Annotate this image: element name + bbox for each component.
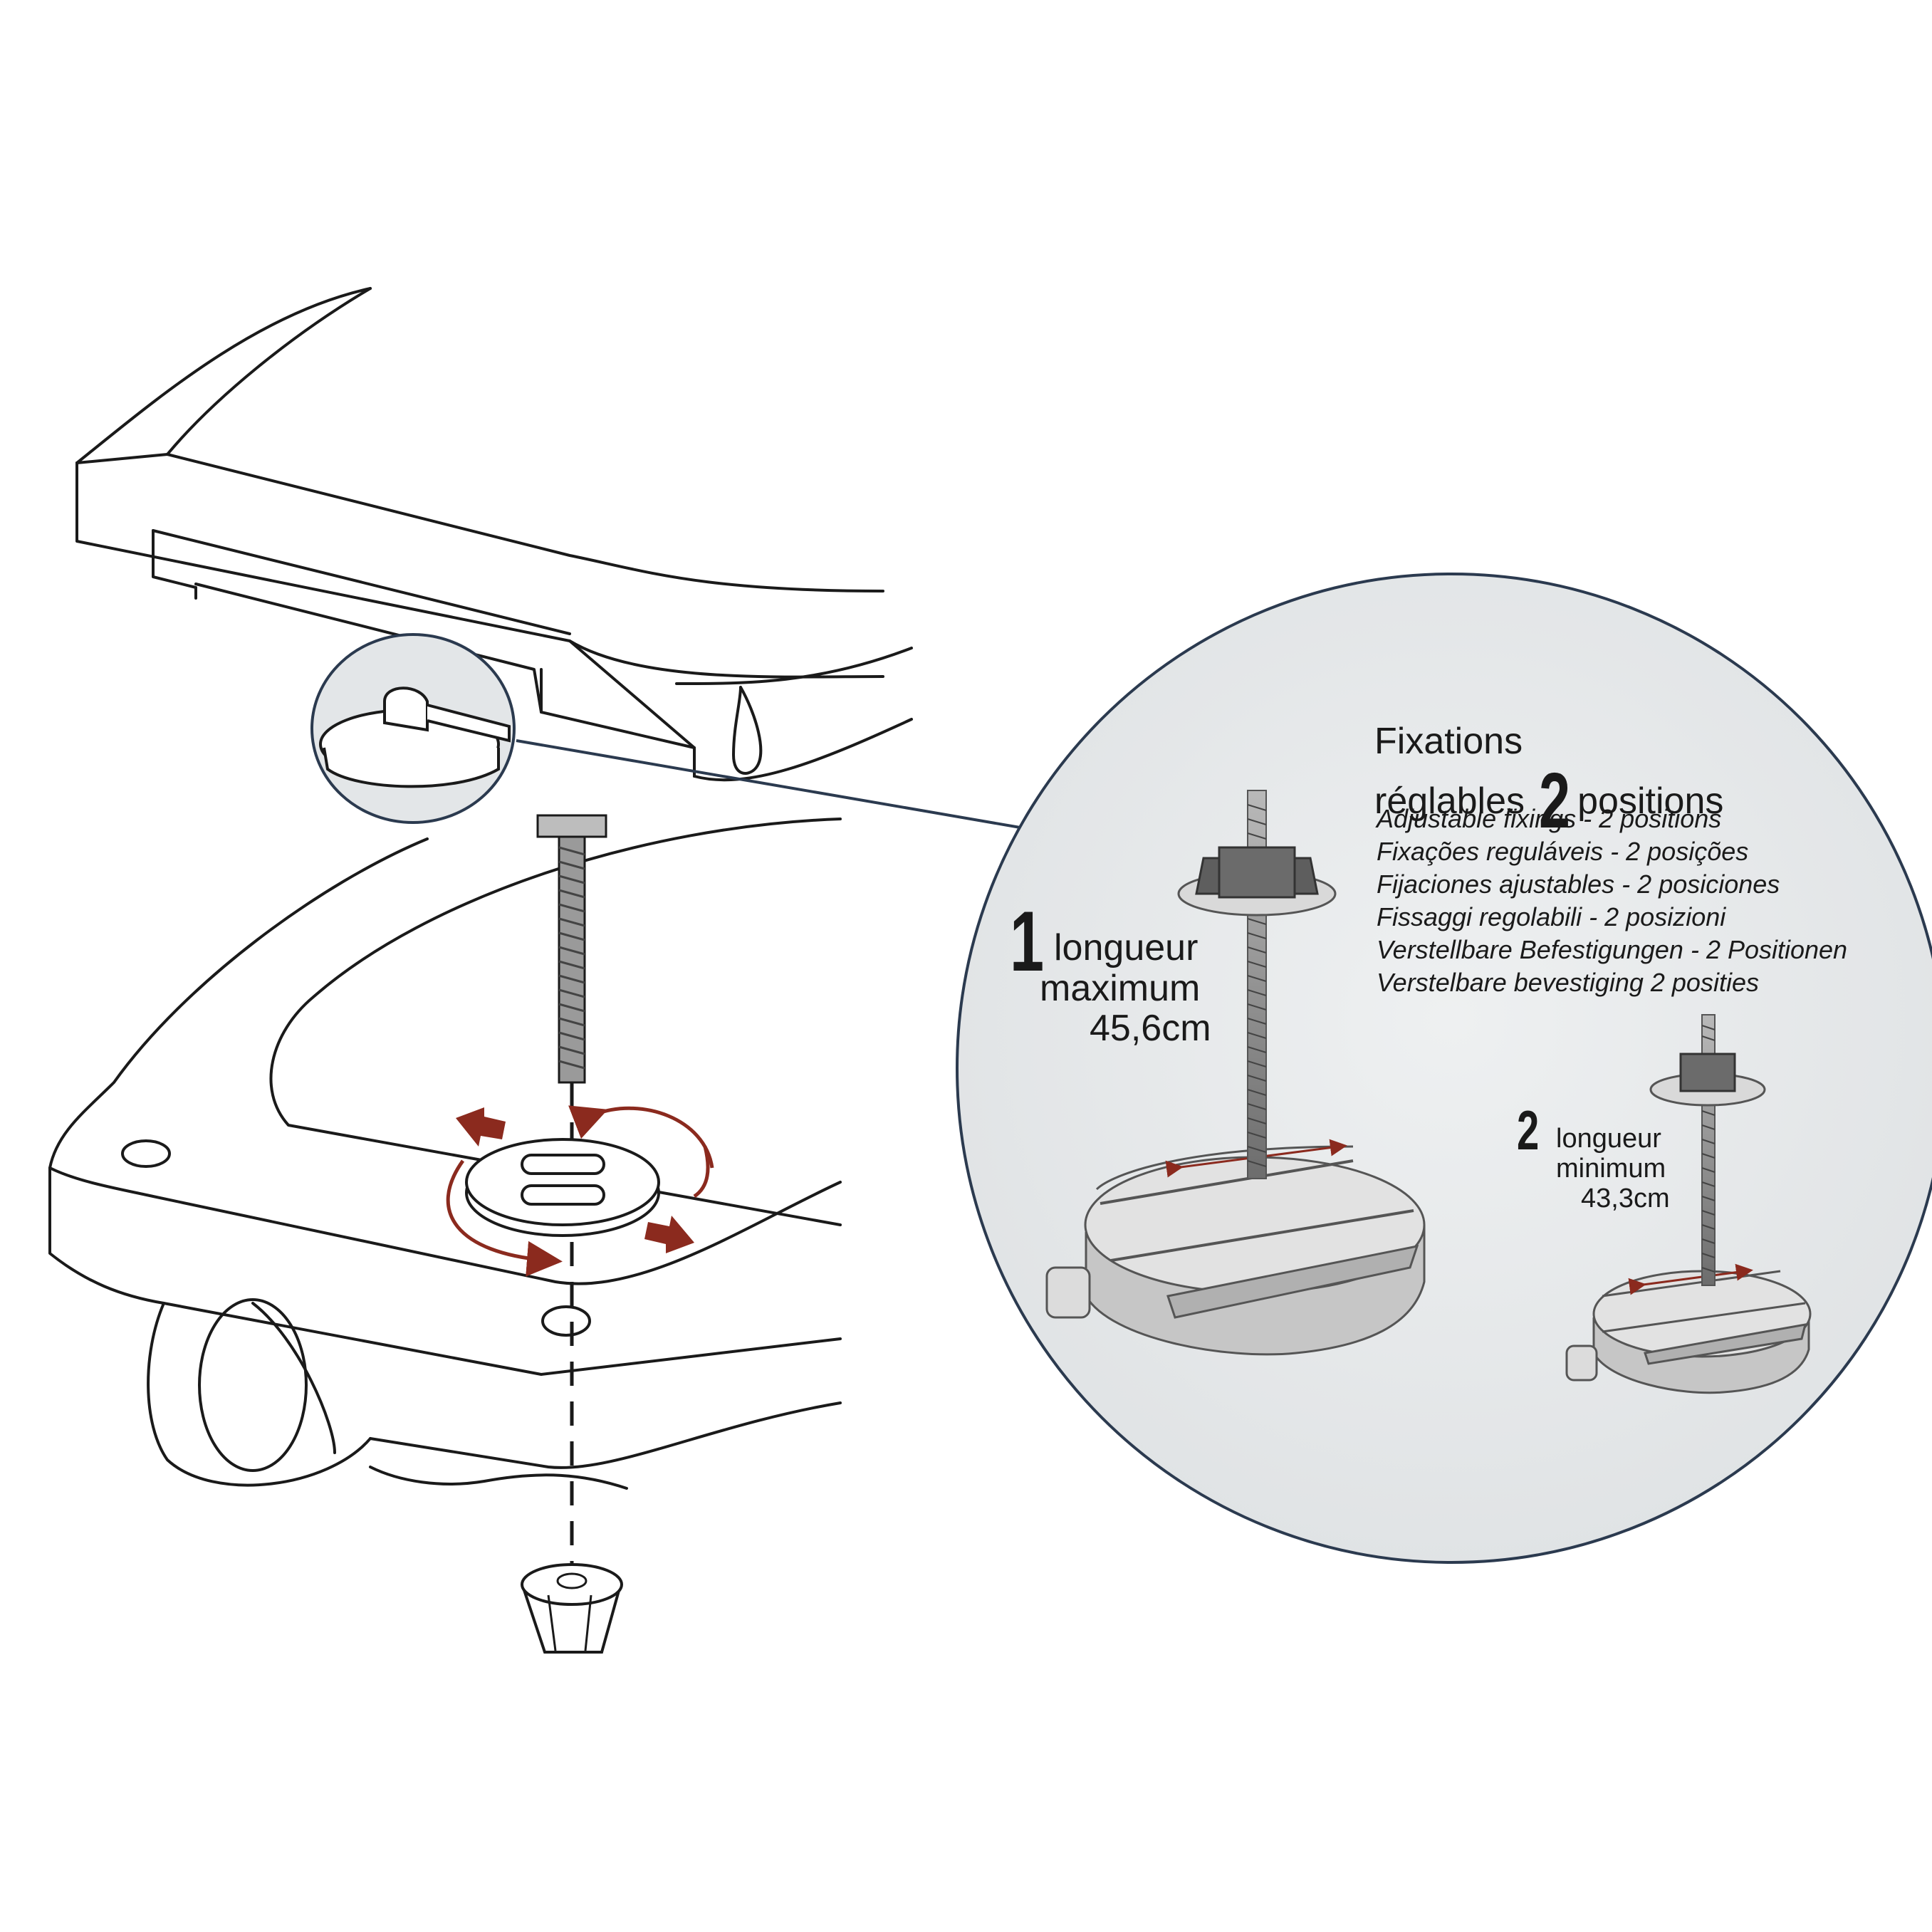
- max-label: longueur: [1054, 927, 1199, 968]
- fixing-min-length: [1565, 1014, 1812, 1394]
- heading-tail: positions: [1577, 780, 1724, 822]
- max-number: 1: [1010, 894, 1045, 989]
- magnifier-callout: [310, 633, 1033, 831]
- translation-pt: Fixações reguláveis - 2 posições: [1377, 837, 1749, 866]
- heading-word: réglables: [1374, 780, 1525, 822]
- min-number: 2: [1517, 1099, 1540, 1161]
- adjustable-disc: [465, 1138, 660, 1237]
- min-label: longueur: [1556, 1124, 1661, 1154]
- min-desc: minimum: [1556, 1154, 1666, 1184]
- toilet-bowl-outline: [48, 818, 842, 1490]
- rotation-arrows: [446, 1105, 714, 1277]
- translation-de: Verstellbare Befestigungen - 2 Positione…: [1377, 935, 1848, 964]
- max-desc: maximum: [1040, 968, 1201, 1009]
- min-value: 43,3cm: [1581, 1184, 1670, 1213]
- fixing-bolt: [536, 814, 607, 1563]
- max-value: 45,6cm: [1090, 1008, 1211, 1049]
- heading-line-2: réglables 2 positions: [1374, 762, 1723, 840]
- translation-it: Fissaggi regolabili - 2 posizioni: [1377, 902, 1726, 931]
- fixing-max-length: [1045, 790, 1426, 1356]
- translation-es: Fijaciones ajustables - 2 posiciones: [1377, 870, 1780, 899]
- translation-nl: Verstelbare bevestiging 2 posities: [1377, 968, 1759, 997]
- translation-en: Adjustable fixings - 2 positions: [1377, 804, 1722, 833]
- slide-arrows: [456, 1107, 694, 1253]
- fixing-nut: [521, 1563, 623, 1654]
- heading-line-1: Fixations: [1374, 721, 1523, 762]
- toilet-lid-outline: [75, 287, 913, 782]
- heading-count: 2: [1539, 757, 1571, 845]
